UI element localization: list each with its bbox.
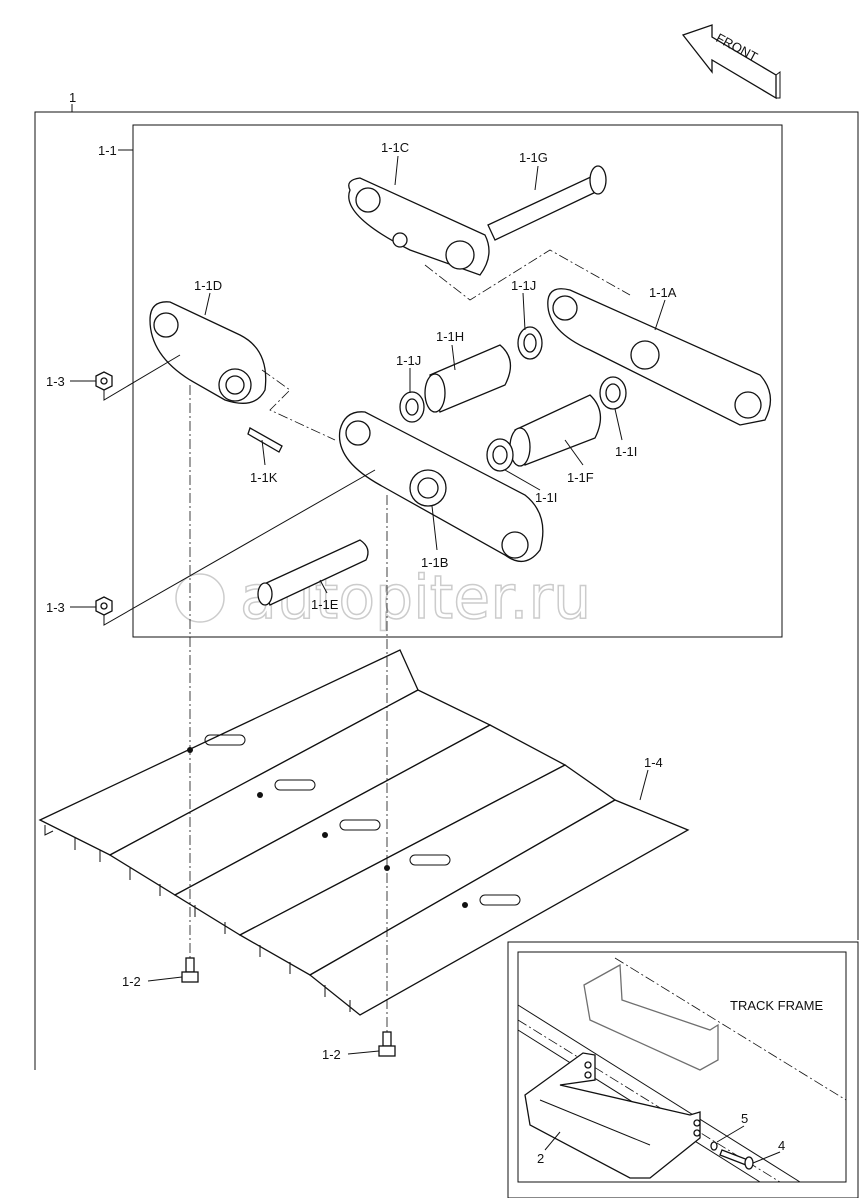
nut-1-3-top	[95, 371, 113, 391]
label-1-4: 1-4	[644, 755, 663, 770]
label-2: 2	[537, 1151, 544, 1166]
leader-lines	[70, 155, 666, 1055]
nut-1-3-bottom	[95, 596, 113, 616]
label-1-1b: 1-1B	[421, 555, 448, 570]
assembly-1-frame	[34, 111, 859, 1070]
label-1-1e: 1-1E	[311, 597, 339, 612]
label-1-1j-left: 1-1J	[396, 353, 421, 368]
bushing-1-1f	[509, 394, 602, 467]
pin-1-1g	[487, 165, 607, 241]
seal-1-1j-left	[399, 391, 425, 423]
bolt-1-2-right	[378, 1031, 396, 1057]
label-1: 1	[69, 90, 76, 105]
label-1-2-right: 1-2	[322, 1047, 341, 1062]
seal-1-1j-top	[517, 326, 543, 360]
label-1-1i-right: 1-1I	[615, 444, 637, 459]
front-arrow-icon: FRONT	[681, 24, 781, 100]
label-1-1g: 1-1G	[519, 150, 548, 165]
seal-1-1i-right	[599, 376, 627, 410]
track-shoes-1-4	[38, 649, 690, 1016]
link-1-1a	[547, 288, 772, 426]
label-1-1j-top: 1-1J	[511, 278, 536, 293]
label-1-1d: 1-1D	[194, 278, 222, 293]
inset-frame-inner	[517, 951, 847, 1183]
pin-1-1e	[257, 539, 369, 606]
label-1-1f: 1-1F	[567, 470, 594, 485]
link-assembly-frame	[132, 124, 783, 638]
bolt-1-2-left	[181, 957, 199, 983]
pin-1-1k	[247, 427, 283, 453]
label-1-3-bottom: 1-3	[46, 600, 65, 615]
seal-1-1i-left	[486, 438, 514, 472]
link-1-1c	[348, 177, 490, 276]
label-1-1: 1-1	[98, 143, 117, 158]
link-1-1b	[338, 411, 544, 562]
label-1-1i-left: 1-1I	[535, 490, 557, 505]
washer-5	[710, 1141, 718, 1151]
inset-frame-outer	[507, 941, 859, 1198]
bushing-1-1h	[424, 344, 512, 413]
label-1-1a: 1-1A	[649, 285, 677, 300]
label-1-1c: 1-1C	[381, 140, 409, 155]
watermark: autopiter.ru	[175, 562, 592, 634]
link-1-1d	[149, 301, 267, 404]
label-1-1h: 1-1H	[436, 329, 464, 344]
label-1-3-top: 1-3	[46, 374, 65, 389]
label-track-frame: TRACK FRAME	[730, 998, 824, 1013]
label-1-1k: 1-1K	[250, 470, 278, 485]
label-5: 5	[741, 1111, 748, 1126]
step-inset	[517, 957, 847, 1183]
bolt-4	[719, 1149, 754, 1170]
label-1-2-left: 1-2	[122, 974, 141, 989]
label-4: 4	[778, 1138, 785, 1153]
